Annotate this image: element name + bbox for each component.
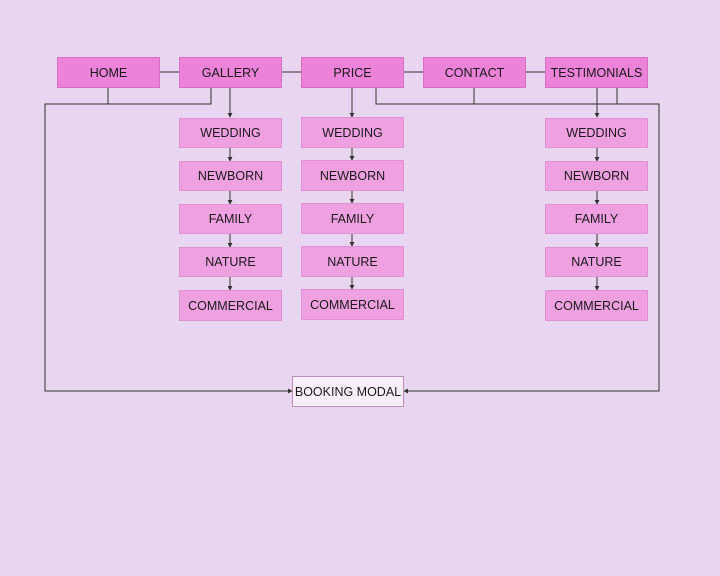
testimonials-newborn: NEWBORN (545, 161, 648, 191)
nav-testimonials: TESTIMONIALS (545, 57, 648, 88)
price-wedding: WEDDING (301, 117, 404, 148)
edge-right-to-booking (375, 88, 660, 394)
booking-modal-node: BOOKING MODAL (292, 376, 404, 407)
edge-home-gallery-loop (107, 88, 212, 105)
gallery-wedding: WEDDING (179, 118, 282, 148)
gallery-family: FAMILY (179, 204, 282, 234)
price-nature: NATURE (301, 246, 404, 277)
testimonials-nature: NATURE (545, 247, 648, 277)
nav-home: HOME (57, 57, 160, 88)
nav-contact: CONTACT (423, 57, 526, 88)
nav-gallery: GALLERY (179, 57, 282, 88)
testimonials-family: FAMILY (545, 204, 648, 234)
gallery-newborn: NEWBORN (179, 161, 282, 191)
edge-left-to-booking (44, 103, 293, 394)
nav-price: PRICE (301, 57, 404, 88)
testimonials-wedding: WEDDING (545, 118, 648, 148)
gallery-nature: NATURE (179, 247, 282, 277)
gallery-commercial: COMMERCIAL (179, 290, 282, 321)
testimonials-commercial: COMMERCIAL (545, 290, 648, 321)
price-newborn: NEWBORN (301, 160, 404, 191)
price-family: FAMILY (301, 203, 404, 234)
price-commercial: COMMERCIAL (301, 289, 404, 320)
